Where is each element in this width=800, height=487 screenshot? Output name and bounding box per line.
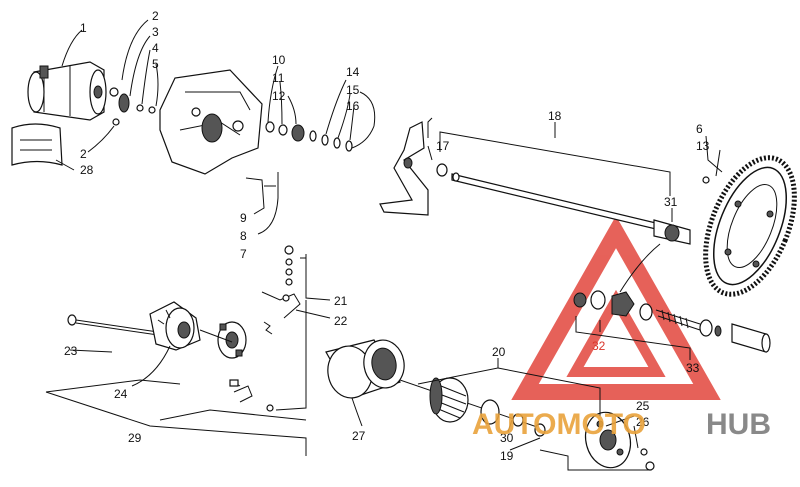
- label-14: 14: [346, 65, 360, 79]
- terminal-parts: [229, 245, 301, 412]
- label-4: 4: [152, 41, 159, 55]
- label-8: 8: [240, 229, 247, 243]
- label-2b: 2: [80, 147, 87, 161]
- label-33: 33: [686, 361, 700, 375]
- label-6: 6: [696, 122, 703, 136]
- label-plate: [11, 123, 63, 166]
- watermark-part-a: AUTOMOTO: [472, 408, 646, 441]
- gear-washer-parts: [109, 87, 156, 126]
- starter-motor: [27, 61, 107, 121]
- label-9: 9: [240, 211, 247, 225]
- label-15: 15: [346, 83, 360, 97]
- end-cap: [534, 411, 655, 471]
- callout-labels: 1 2 3 4 5 2 28 9 8 7 10 11 12 14 15 16 1…: [64, 9, 710, 463]
- label-22: 22: [334, 314, 348, 328]
- watermark-text: AUTOMOTO HUB: [472, 408, 771, 441]
- label-13: 13: [696, 139, 710, 153]
- label-28: 28: [80, 163, 94, 177]
- shaft-washers: [265, 121, 353, 152]
- label-12: 12: [272, 89, 286, 103]
- label-21: 21: [334, 294, 348, 308]
- label-7: 7: [240, 247, 247, 261]
- field-housing: [325, 339, 405, 399]
- label-25: 25: [636, 399, 650, 413]
- label-11: 11: [272, 71, 285, 85]
- bolt-13: [702, 176, 710, 184]
- label-3: 3: [152, 25, 159, 39]
- label-17: 17: [436, 139, 450, 153]
- through-bolt: [67, 314, 159, 336]
- label-26: 26: [636, 415, 650, 429]
- label-10: 10: [272, 53, 286, 67]
- drive-shaft: [436, 163, 691, 245]
- label-18: 18: [548, 109, 562, 123]
- end-housing: [149, 301, 201, 351]
- pinion-assembly: [573, 290, 771, 353]
- label-31: 31: [664, 195, 678, 209]
- brush-holder: [217, 321, 247, 359]
- ring-gear: [703, 155, 797, 297]
- label-30: 30: [500, 431, 514, 445]
- label-23: 23: [64, 344, 78, 358]
- label-24: 24: [114, 387, 128, 401]
- watermark-part-b: HUB: [706, 408, 771, 441]
- label-1: 1: [80, 21, 87, 35]
- label-29: 29: [128, 431, 142, 445]
- armature: [399, 377, 541, 429]
- label-27: 27: [352, 429, 366, 443]
- label-32: 32: [592, 339, 606, 353]
- label-20: 20: [492, 345, 506, 359]
- label-5: 5: [152, 57, 159, 71]
- label-19: 19: [500, 449, 514, 463]
- leader-lines: [45, 19, 723, 471]
- mounting-bracket: [159, 69, 263, 175]
- label-2a: 2: [152, 9, 159, 23]
- support-bracket: [379, 121, 429, 216]
- label-16: 16: [346, 99, 360, 113]
